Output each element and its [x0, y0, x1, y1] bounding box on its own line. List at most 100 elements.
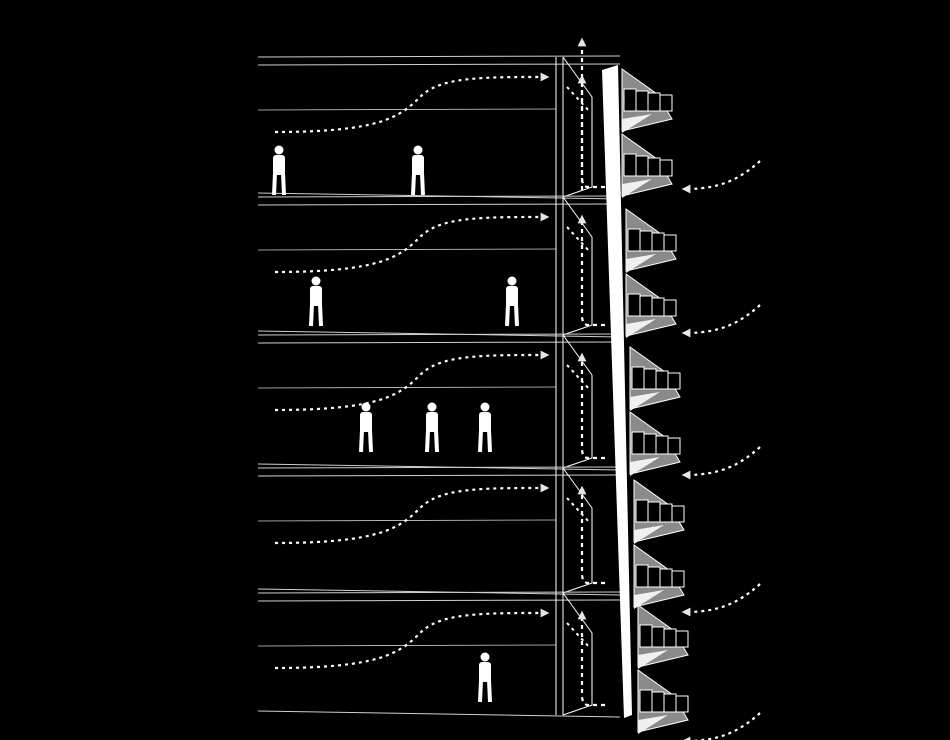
person-head — [427, 402, 437, 412]
person-torso — [479, 662, 491, 682]
person-head — [274, 145, 284, 155]
slab-bottom-line — [257, 63, 621, 66]
facade-window-cell — [639, 624, 653, 648]
person-legs — [359, 429, 373, 453]
duct-airflow-arrow — [577, 214, 605, 327]
facade-window-cell — [627, 228, 641, 252]
person-legs — [425, 429, 439, 453]
duct-outline — [562, 592, 593, 716]
person-silhouette — [411, 145, 425, 196]
duct-inlet-airflow — [566, 497, 591, 524]
slab-top-line — [257, 195, 621, 198]
person-silhouette — [309, 276, 323, 327]
facade-window-cell — [623, 153, 637, 177]
facade-window-cell — [667, 372, 681, 390]
duct-inlet-airflow — [566, 364, 591, 391]
person-head — [480, 652, 490, 662]
person-head — [413, 145, 423, 155]
duct-inlet-airflow — [566, 622, 591, 649]
person-head — [361, 402, 371, 412]
facade-fin-highlight — [626, 254, 656, 273]
slab-bottom-line — [257, 341, 621, 344]
duct-airflow-arrow — [577, 74, 605, 189]
facade-fin-highlight — [638, 650, 668, 669]
facade-window-cell — [651, 626, 665, 648]
outside-airflow-arrow — [681, 712, 761, 740]
duct-outline — [562, 467, 593, 594]
duct-outline — [562, 56, 593, 198]
floor-5 — [257, 591, 761, 740]
slab-bottom-line — [257, 474, 621, 477]
person-torso — [412, 155, 424, 175]
interior-airflow-arrow — [274, 608, 550, 670]
outside-airflow-arrow — [681, 446, 761, 480]
facade-fin-highlight — [634, 525, 664, 544]
facade-window-cell — [663, 299, 677, 317]
person-silhouette — [359, 402, 373, 453]
facade-window-cell — [663, 628, 677, 648]
duct-outline — [562, 334, 593, 469]
interior-airflow-arrow — [274, 72, 550, 134]
facade-window-cell — [647, 157, 661, 177]
interior-airflow-arrow — [274, 212, 550, 274]
outside-airflow-arrow — [681, 583, 761, 617]
facade-fin-highlight — [622, 179, 652, 198]
slab-bottom-line — [257, 599, 621, 602]
facade-window-cell — [655, 435, 669, 455]
facade-window-cell — [659, 94, 673, 112]
person-silhouette — [505, 276, 519, 327]
facade-window-cell — [647, 92, 661, 112]
slab-bottom-line — [257, 203, 621, 206]
facade-window-cell — [635, 499, 649, 523]
facade-window-cell — [627, 293, 641, 317]
facade-window-cell — [643, 368, 657, 390]
floor-4 — [257, 466, 761, 617]
facade-window-cell — [659, 568, 673, 588]
person-legs — [505, 303, 519, 327]
person-torso — [426, 412, 438, 432]
slab-top-line — [257, 333, 621, 336]
facade-window-cell — [651, 691, 665, 713]
slab-top-line — [257, 591, 621, 594]
floor-1 — [257, 55, 761, 200]
facade-window-cell — [651, 297, 665, 317]
duct-airflow-arrow — [577, 352, 605, 460]
person-torso — [506, 286, 518, 306]
facade-window-cell — [635, 155, 649, 177]
facade-fin-highlight — [626, 319, 656, 338]
facade-window-cell — [639, 295, 653, 317]
person-silhouette — [478, 402, 492, 453]
person-legs — [478, 429, 492, 453]
facade-window-cell — [663, 234, 677, 252]
slab-top-line — [257, 466, 621, 469]
person-torso — [360, 412, 372, 432]
person-head — [480, 402, 490, 412]
facade-window-cell — [631, 431, 645, 455]
person-torso — [479, 412, 491, 432]
facade-fin-highlight — [622, 114, 652, 133]
facade-fin-highlight — [634, 590, 664, 609]
slab-top-line — [257, 55, 621, 58]
facade-window-cell — [675, 695, 689, 713]
facade-window-cell — [667, 437, 681, 455]
outside-airflow-arrow — [681, 160, 761, 194]
person-head — [507, 276, 517, 286]
facade-window-cell — [675, 630, 689, 648]
facade-window-cell — [643, 433, 657, 455]
facade-fin-highlight — [630, 457, 660, 476]
facade-window-cell — [655, 370, 669, 390]
floor-3 — [257, 333, 761, 480]
person-silhouette — [272, 145, 286, 196]
duct-airflow-arrow — [577, 485, 605, 585]
facade-window-cell — [663, 693, 677, 713]
facade-wall — [602, 65, 632, 718]
facade-window-cell — [671, 505, 685, 523]
facade-window-cell — [651, 232, 665, 252]
facade-window-cell — [623, 88, 637, 112]
floor-2 — [257, 195, 761, 338]
person-silhouette — [425, 402, 439, 453]
facade-window-cell — [635, 564, 649, 588]
facade-window-cell — [631, 366, 645, 390]
